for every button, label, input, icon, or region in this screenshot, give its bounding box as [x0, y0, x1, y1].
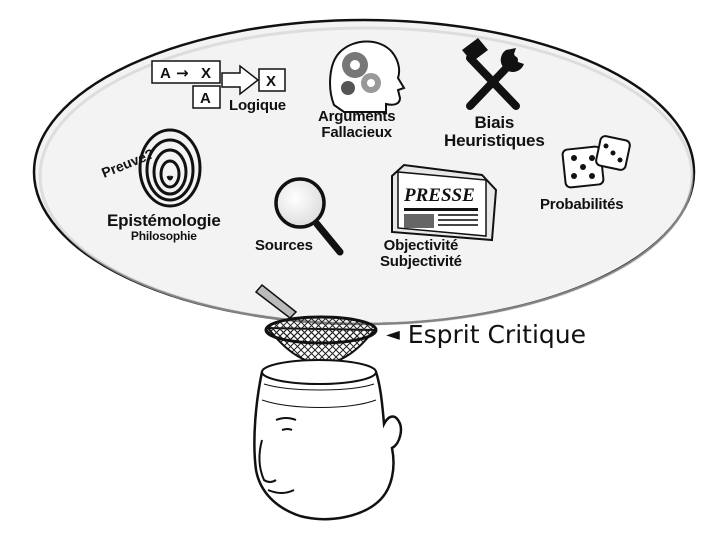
logique-label: Logique — [229, 97, 286, 114]
philosophie-line: Philosophie — [130, 228, 197, 243]
probabilites-label: Probabilités — [540, 196, 624, 213]
biais-line1: Biais — [474, 113, 515, 132]
logic-x-label: X — [201, 65, 211, 82]
objectivite-line: Objectivité — [383, 237, 459, 254]
arguments-line1: Arguments — [318, 108, 396, 125]
dice-icon — [561, 135, 631, 189]
pointer-arrow-icon: ◄ — [386, 324, 400, 345]
sieve-icon — [254, 283, 378, 365]
esprit-critique-text: Esprit Critique — [407, 320, 586, 349]
head-icon — [253, 359, 403, 521]
logic-a2-label: A — [200, 90, 211, 107]
objectivite-subjectivite-label: Objectivité Subjectivité — [380, 238, 462, 270]
logic-a-label: A — [160, 65, 171, 82]
esprit-critique-caption: ◄ Esprit Critique — [386, 320, 586, 349]
newspaper-icon: PRESSE — [391, 163, 498, 242]
logic-diagram-icon: A → X A X — [151, 60, 286, 109]
fingerprint-icon — [138, 128, 202, 208]
epistemologie-line: Epistémologie — [107, 211, 221, 230]
hammer-wrench-icon — [462, 38, 524, 110]
arguments-line2: Fallacieux — [321, 123, 392, 141]
biais-line2: Heuristiques — [444, 130, 545, 150]
logic-x2-label: X — [266, 73, 276, 90]
magnifier-icon — [274, 177, 344, 256]
biais-heuristiques-label: Biais Heuristiques — [444, 114, 545, 150]
epistemologie-label: Epistémologie Philosophie — [107, 212, 221, 242]
subjectivite-line: Subjectivité — [380, 252, 462, 270]
logic-arrow-label: → — [176, 64, 189, 82]
sources-label: Sources — [255, 237, 313, 254]
arguments-fallacieux-label: Arguments Fallacieux — [318, 108, 396, 141]
brain-gears-head-icon — [329, 40, 406, 113]
presse-label: PRESSE — [403, 185, 475, 206]
